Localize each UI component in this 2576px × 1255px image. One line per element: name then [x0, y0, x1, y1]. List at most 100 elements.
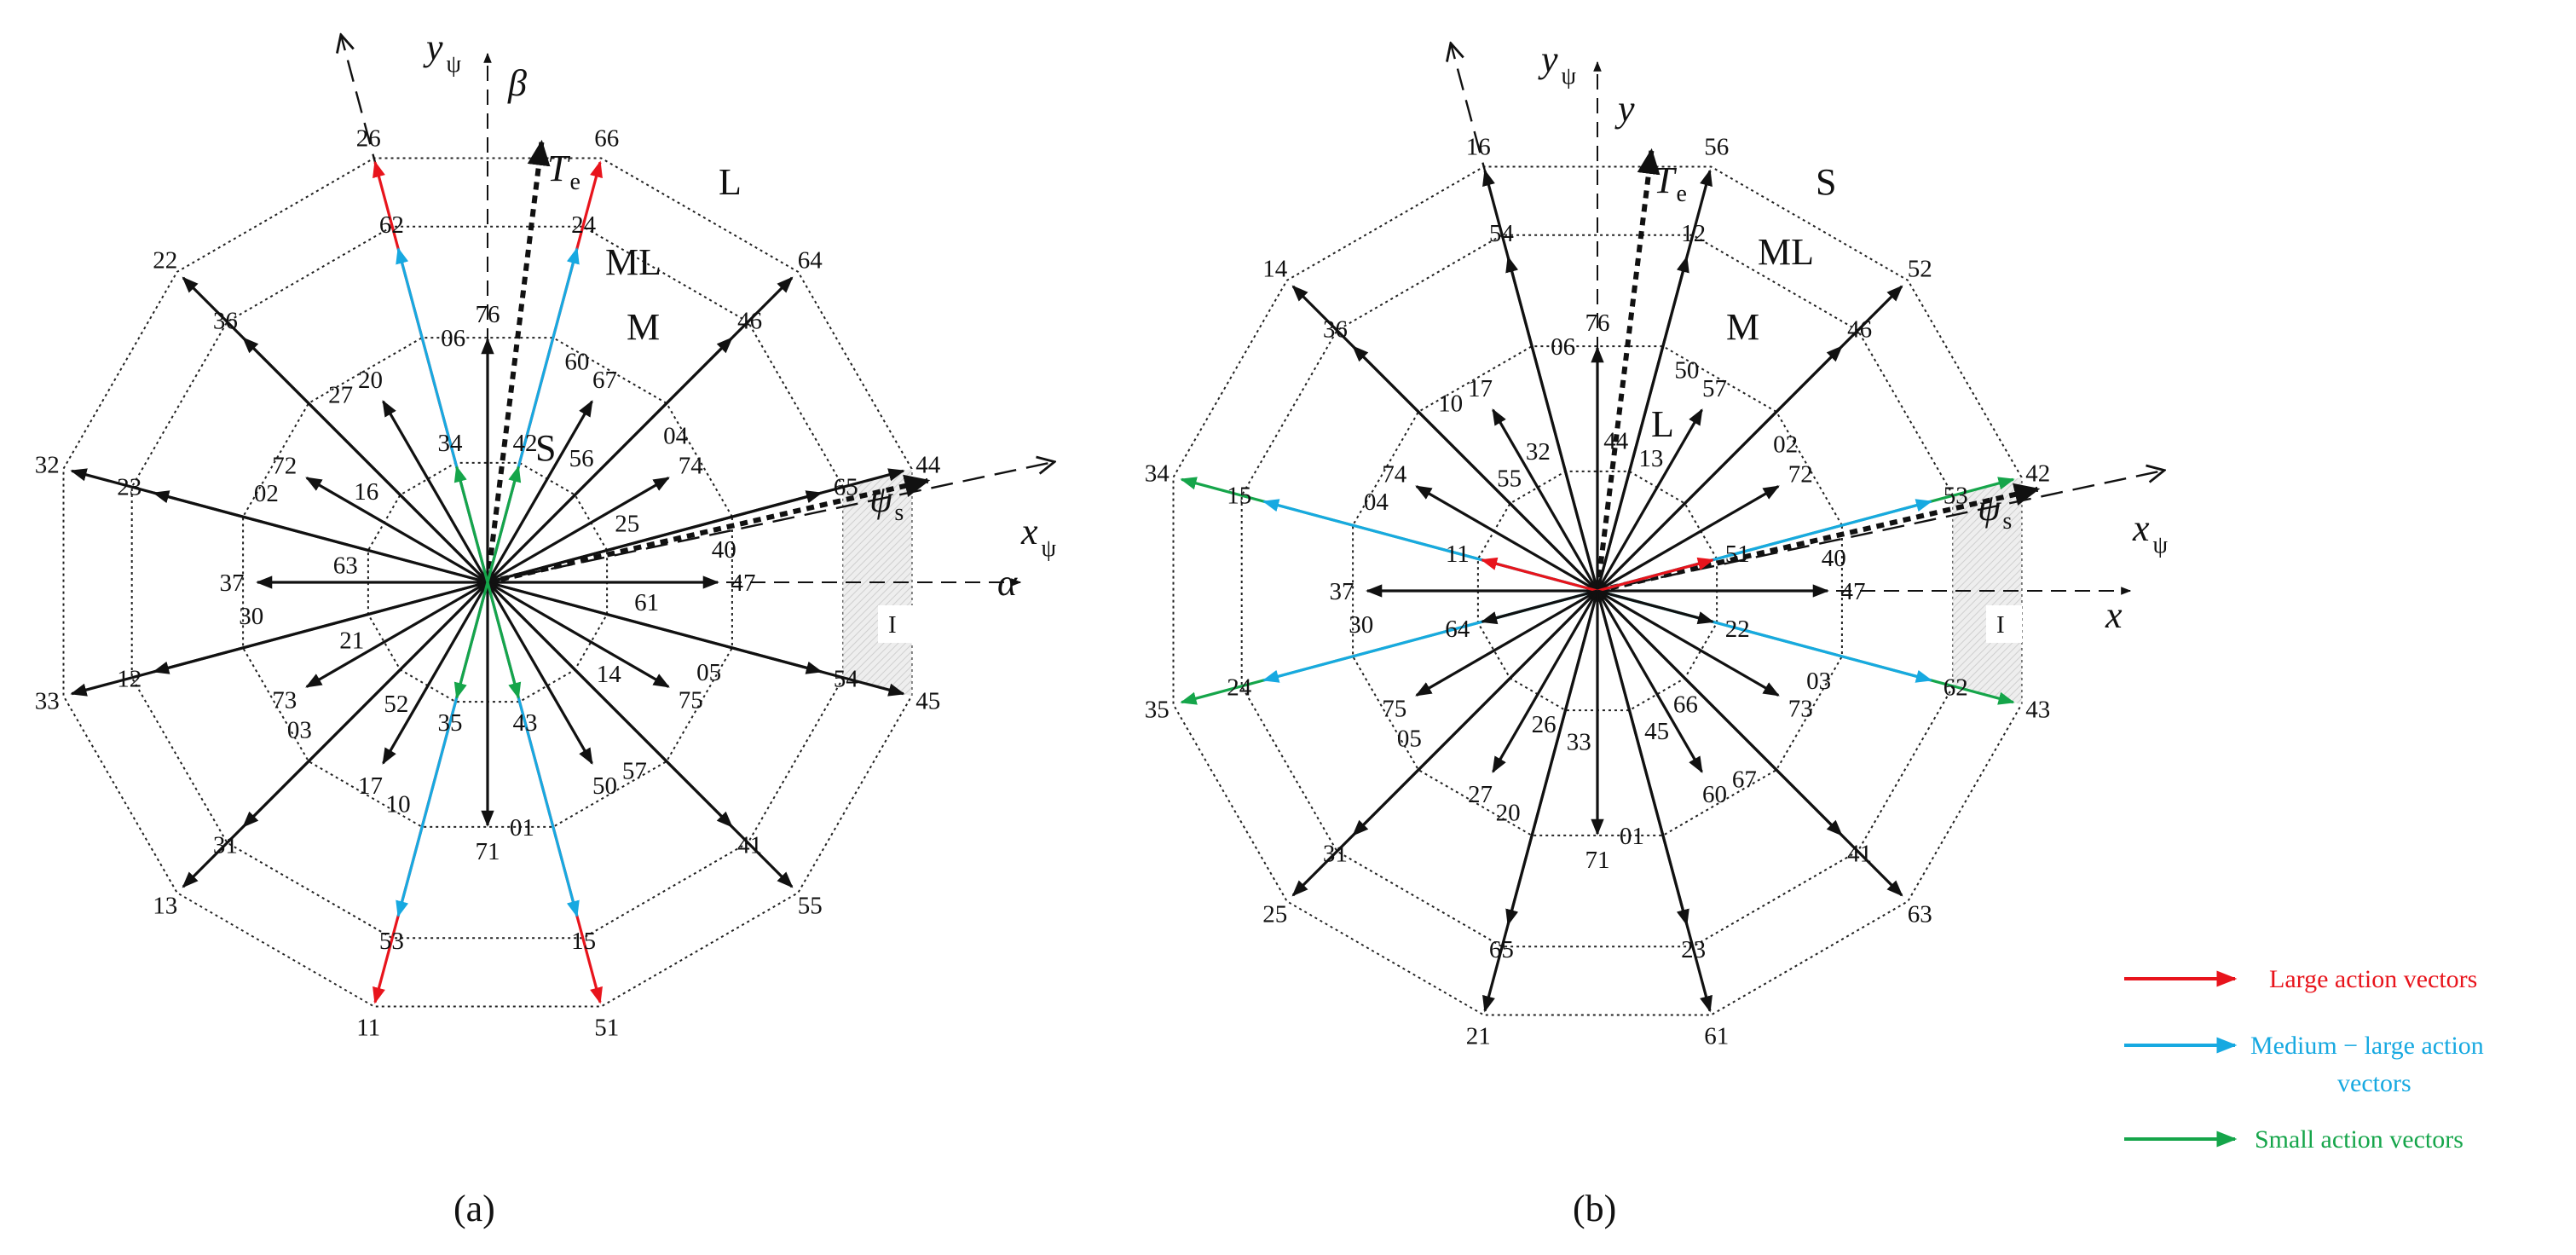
vector-label-47: 47 — [731, 570, 756, 597]
vector-label-71: 71 — [476, 838, 500, 865]
vector-41 — [1596, 589, 1843, 836]
vector-label-20: 20 — [1496, 800, 1521, 827]
vector-label-66: 66 — [594, 124, 619, 152]
vector-60 — [1596, 590, 1703, 773]
ring-label-outer: L — [719, 161, 742, 203]
vector-label-45: 45 — [915, 688, 940, 715]
vector-54 — [487, 581, 823, 674]
vector-label-20: 20 — [358, 367, 383, 394]
vector-label-34: 34 — [438, 430, 464, 457]
vector-label-37: 37 — [1330, 578, 1354, 605]
vector-17 — [1492, 408, 1599, 592]
vector-label-01: 01 — [510, 814, 534, 841]
vector-label-41: 41 — [1847, 841, 1872, 868]
vector-74 — [487, 477, 670, 584]
vector-label-25: 25 — [615, 510, 639, 537]
vector-36 — [242, 337, 489, 584]
vector-label-22: 22 — [1725, 616, 1750, 643]
vector-label-14: 14 — [597, 661, 622, 688]
stator-flux-vector — [1597, 483, 2041, 593]
vector-label-05: 05 — [1397, 725, 1422, 752]
ring-label-outer: S — [1816, 161, 1836, 203]
vector-label-66: 66 — [1673, 691, 1698, 718]
vector-label-60: 60 — [564, 348, 589, 375]
vector-label-24: 24 — [1227, 674, 1252, 702]
vector-label-64: 64 — [1445, 616, 1470, 643]
vector-label-46: 46 — [737, 307, 762, 334]
vector-label-43: 43 — [513, 709, 538, 737]
legend-label-large: Large action vectors — [2269, 965, 2477, 993]
vector-57 — [1596, 408, 1703, 592]
vector-label-42: 42 — [513, 430, 538, 457]
vector-31 — [242, 581, 489, 828]
vector-42 — [486, 465, 522, 583]
vector-label-10: 10 — [386, 791, 411, 818]
vector-64 — [1480, 589, 1598, 625]
vector-label-36: 36 — [1323, 315, 1348, 343]
vector-label-24: 24 — [571, 211, 597, 239]
vector-label-54: 54 — [834, 666, 859, 693]
legend-label-medium-large-line2: vectors — [2337, 1069, 2411, 1097]
vector-43 — [486, 581, 522, 700]
vector-label-04: 04 — [1364, 489, 1389, 516]
vector-label-50: 50 — [592, 772, 617, 800]
y-psi-axis — [341, 35, 489, 583]
y-psi-axis — [1451, 43, 1599, 592]
vector-label-55: 55 — [798, 892, 823, 919]
vector-22 — [1597, 589, 1715, 625]
vector-label-62: 62 — [1944, 674, 1968, 702]
vector-label-62: 62 — [379, 211, 404, 239]
vector-label-43: 43 — [2025, 697, 2050, 724]
vector-34 — [453, 465, 489, 583]
torque-vector — [485, 139, 551, 583]
torque-label: Te — [547, 147, 580, 195]
vector-label-75: 75 — [1382, 696, 1406, 723]
vector-label-14: 14 — [1262, 256, 1288, 283]
vector-label-04: 04 — [663, 423, 689, 450]
vector-label-32: 32 — [1526, 438, 1551, 466]
vector-label-67: 67 — [1732, 766, 1757, 794]
vector-label-72: 72 — [1788, 461, 1813, 489]
stator-flux-label: ψs — [869, 478, 904, 526]
vector-label-55: 55 — [1497, 466, 1522, 493]
vector-label-67: 67 — [592, 367, 617, 394]
vector-label-27: 27 — [1468, 781, 1493, 808]
vector-label-52: 52 — [1908, 256, 1932, 283]
vector-label-16: 16 — [1466, 133, 1491, 160]
vector-label-50: 50 — [1674, 356, 1699, 384]
vector-72 — [305, 477, 488, 584]
x-axis-label: x — [2105, 594, 2123, 636]
vector-label-13: 13 — [153, 892, 177, 919]
vector-label-56: 56 — [569, 445, 594, 472]
vector-label-57: 57 — [622, 758, 647, 785]
vector-label-41: 41 — [737, 832, 762, 859]
sector-label-box — [1986, 605, 2022, 643]
vector-label-35: 35 — [438, 709, 463, 737]
vector-17 — [382, 581, 489, 765]
vector-label-22: 22 — [153, 247, 177, 275]
vector-label-26: 26 — [356, 124, 381, 152]
y-axis-label: y — [1614, 88, 1635, 130]
caption-a: (a) — [453, 1188, 495, 1229]
vector-75 — [487, 581, 670, 688]
vector-label-44: 44 — [1603, 427, 1629, 454]
vector-label-73: 73 — [272, 687, 297, 714]
vector-75 — [1415, 589, 1598, 697]
vector-label-61: 61 — [634, 589, 659, 616]
vector-label-05: 05 — [696, 659, 721, 686]
vector-label-75: 75 — [679, 687, 703, 714]
vector-label-40: 40 — [712, 536, 736, 564]
vector-label-06: 06 — [441, 325, 465, 352]
vector-label-27: 27 — [328, 381, 353, 408]
vector-35 — [453, 581, 489, 700]
vector-23 — [152, 490, 488, 584]
vector-label-47: 47 — [1841, 578, 1866, 605]
vector-50 — [486, 581, 593, 765]
voltage-vectors — [70, 160, 905, 1004]
